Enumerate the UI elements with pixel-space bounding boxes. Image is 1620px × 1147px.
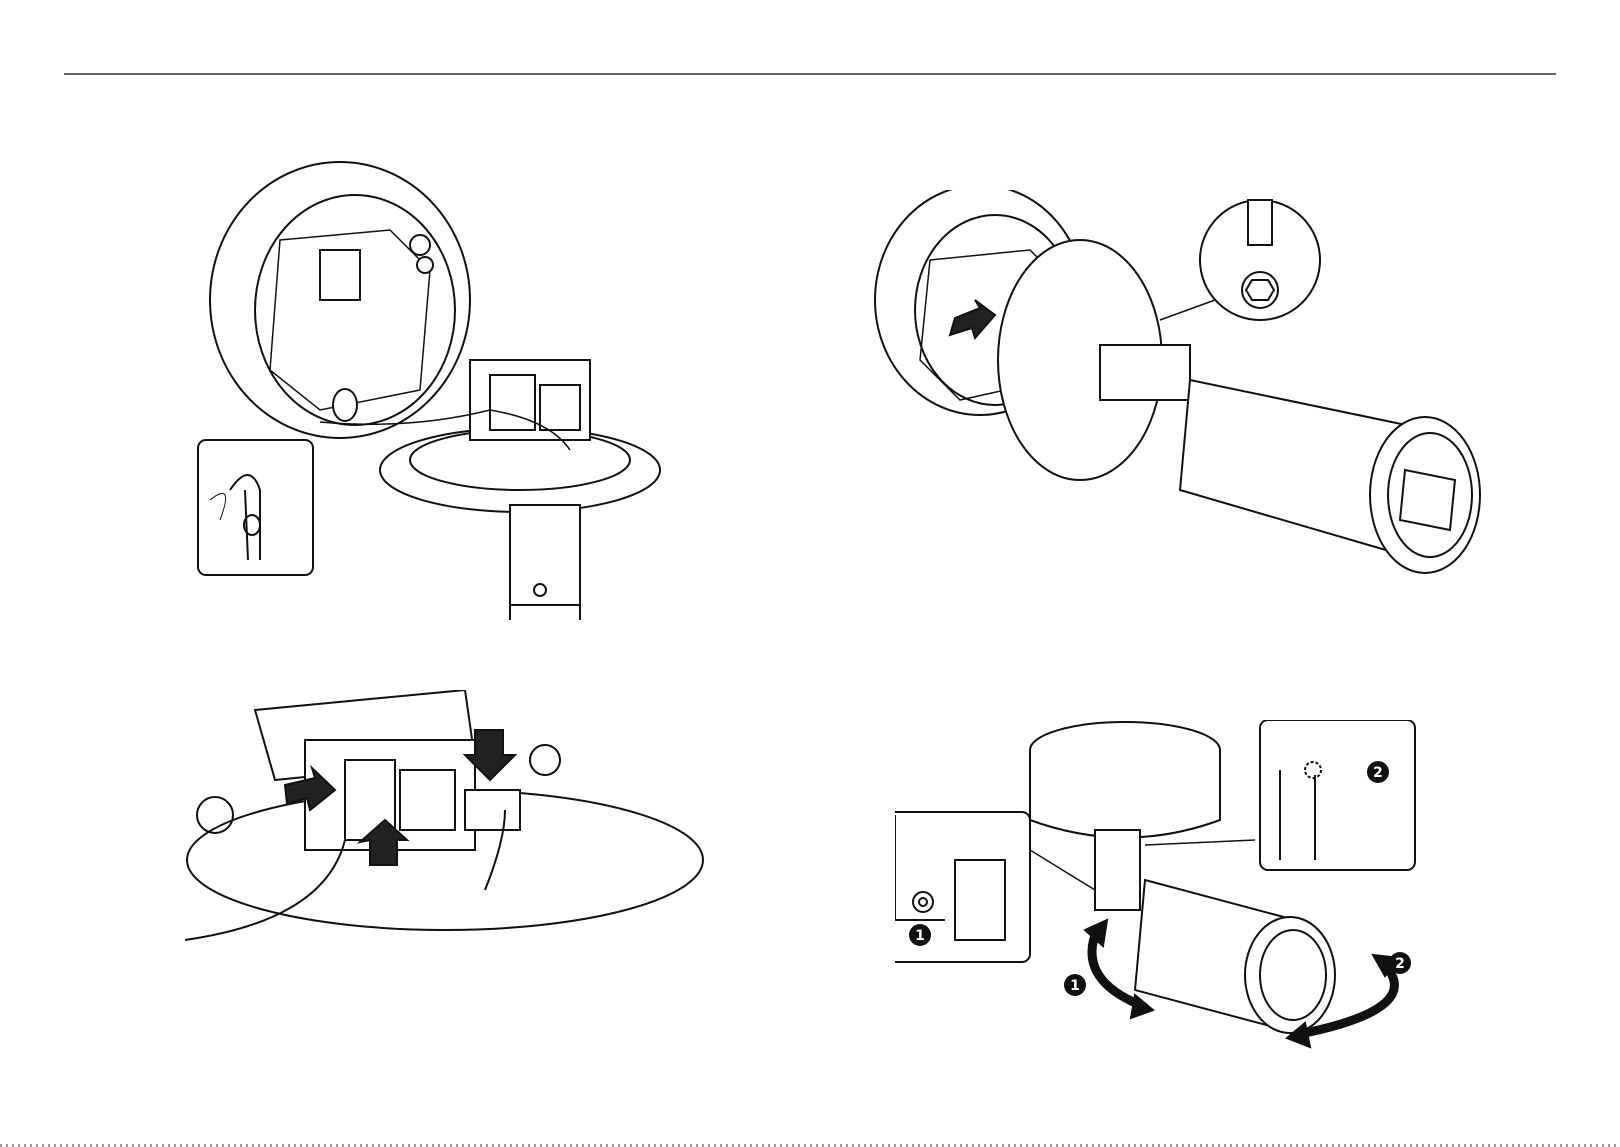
connector-icon	[185, 690, 715, 1010]
illustration-angle-adjustment: 1 2 1 2	[895, 720, 1515, 1080]
svg-text:1: 1	[1070, 978, 1080, 994]
illustration-connector-plug-in	[185, 690, 715, 1010]
callout-two-arrow: 2	[1389, 952, 1411, 974]
rotation-arrow-icon: 1 2 1 2	[895, 720, 1515, 1080]
callout-one-arrow: 1	[1064, 974, 1086, 996]
svg-text:2: 2	[1373, 765, 1383, 781]
svg-text:2: 2	[1395, 956, 1405, 972]
illustration-junction-box-cable-routing	[190, 160, 690, 640]
header-rule	[64, 73, 1556, 75]
junction-box-icon	[190, 160, 690, 640]
callout-one-left: 1	[909, 924, 931, 946]
bullet-camera-icon	[860, 190, 1540, 610]
callout-two-right-inset: 2	[1367, 761, 1389, 783]
svg-text:1: 1	[915, 928, 925, 944]
illustration-camera-mount-assembly	[860, 190, 1540, 610]
